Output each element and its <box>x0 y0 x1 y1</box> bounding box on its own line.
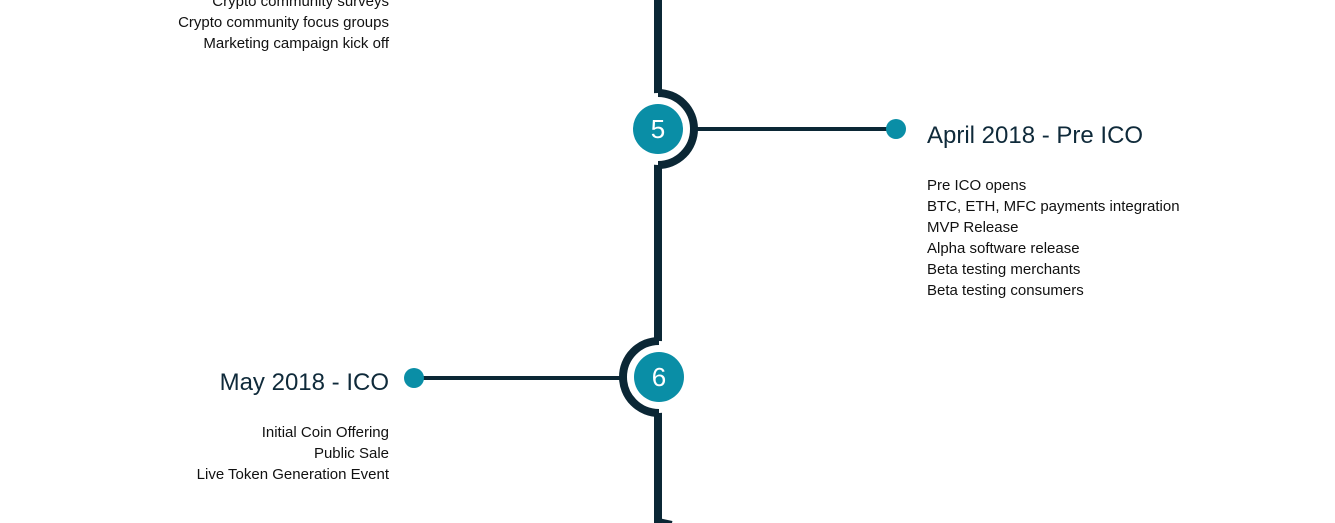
milestone-5-badge <box>633 104 683 154</box>
milestone-6-title: May 2018 - ICO <box>219 369 389 396</box>
milestone-5-ring-arc <box>657 89 698 169</box>
list-item: Beta testing merchants <box>927 261 1081 278</box>
milestone-5-number: 5 <box>650 114 666 144</box>
list-item: BTC, ETH, MFC payments integration <box>927 198 1180 215</box>
list-item: Crypto community surveys <box>212 0 389 10</box>
milestone-6-badge <box>634 352 684 402</box>
list-item: Live Token Generation Event <box>196 466 389 483</box>
list-item: Beta testing consumers <box>927 282 1084 299</box>
list-item: Crypto community focus groups <box>178 14 389 31</box>
list-item: Pre ICO opens <box>927 177 1027 194</box>
milestone-6-dot <box>404 368 424 388</box>
list-item: Marketing campaign kick off <box>203 35 389 52</box>
list-item: Alpha software release <box>927 240 1080 257</box>
previous-milestone-items: Crypto community surveys Crypto communit… <box>178 0 389 54</box>
milestone-5-dot <box>886 119 906 139</box>
list-item: MVP Release <box>927 219 1019 236</box>
milestone-6-number: 6 <box>651 362 667 392</box>
list-item: Public Sale <box>313 445 389 462</box>
milestone-5-items: Pre ICO opens BTC, ETH, MFC payments int… <box>927 175 1180 301</box>
milestone-6-ring-arc <box>619 337 660 417</box>
milestone-5-title: April 2018 - Pre ICO <box>927 122 1144 149</box>
milestone-6-items: Initial Coin Offering Public Sale Live T… <box>197 422 389 485</box>
list-item: Initial Coin Offering <box>261 424 389 441</box>
